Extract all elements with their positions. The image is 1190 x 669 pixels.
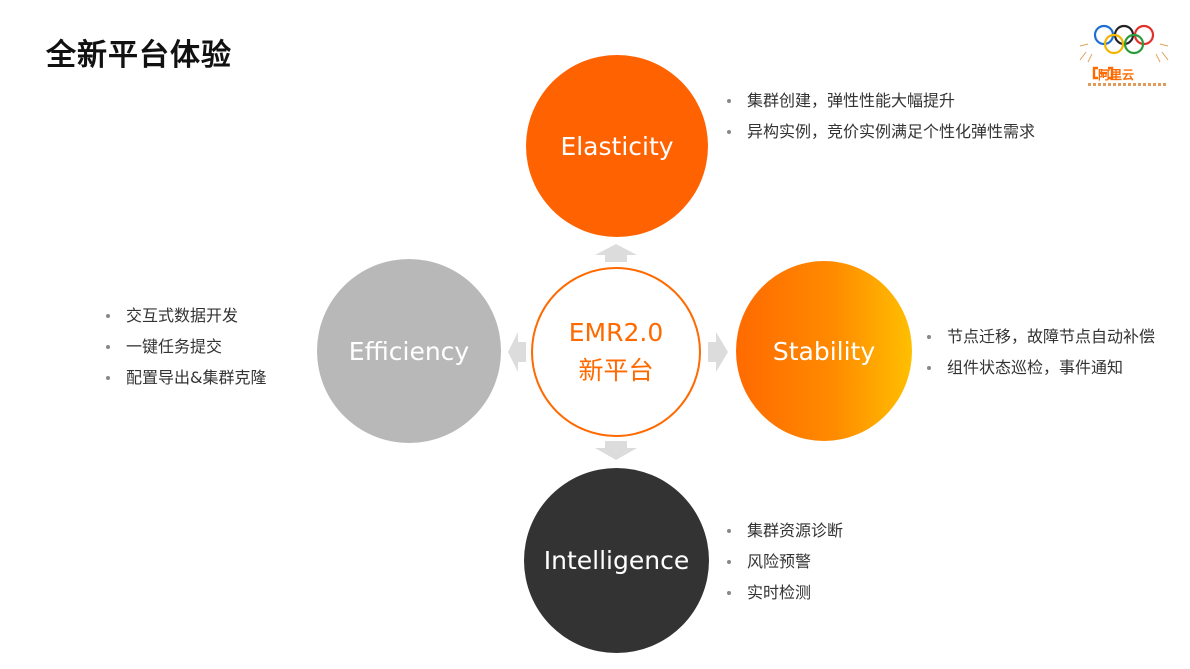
olympic-rings-logo <box>1079 24 1169 80</box>
elasticity-bullets: 集群创建，弹性性能大幅提升 异构实例，竞价实例满足个性化弹性需求 <box>725 85 1035 147</box>
arrow-left-icon <box>508 332 526 372</box>
list-item: 实时检测 <box>725 577 843 608</box>
page-title: 全新平台体验 <box>46 38 232 73</box>
list-item: 集群资源诊断 <box>725 515 843 546</box>
efficiency-bullets: 交互式数据开发 一键任务提交 配置导出&集群克隆 <box>104 300 266 393</box>
stability-label: Stability <box>772 336 876 366</box>
intelligence-node: Intelligence <box>524 468 709 653</box>
stability-bullets: 节点迁移，故障节点自动补偿 组件状态巡检，事件通知 <box>925 321 1155 383</box>
center-subtitle: 新平台 <box>578 356 654 385</box>
elasticity-label: Elasticity <box>560 131 674 161</box>
list-item: 一键任务提交 <box>104 331 266 362</box>
intelligence-label: Intelligence <box>543 546 690 575</box>
efficiency-node: Efficiency <box>317 259 501 443</box>
brand-name: 阿里云 <box>1098 68 1135 82</box>
stability-node: Stability <box>736 261 912 441</box>
arrow-down-icon <box>595 441 637 460</box>
intelligence-bullets: 集群资源诊断 风险预警 实时检测 <box>725 515 843 608</box>
list-item: 组件状态巡检，事件通知 <box>925 352 1155 383</box>
list-item: 异构实例，竞价实例满足个性化弹性需求 <box>725 116 1035 147</box>
logo-tagline-decoration <box>1088 83 1168 86</box>
elasticity-node: Elasticity <box>526 55 708 237</box>
list-item: 集群创建，弹性性能大幅提升 <box>725 85 1035 116</box>
list-item: 交互式数据开发 <box>104 300 266 331</box>
list-item: 风险预警 <box>725 546 843 577</box>
arrow-right-icon <box>708 332 728 372</box>
list-item: 节点迁移，故障节点自动补偿 <box>925 321 1155 352</box>
center-node: EMR2.0 新平台 <box>531 267 701 437</box>
arrow-up-icon <box>595 244 637 262</box>
center-title: EMR2.0 <box>568 318 664 347</box>
efficiency-label: Efficiency <box>348 336 470 366</box>
list-item: 配置导出&集群克隆 <box>104 362 266 393</box>
